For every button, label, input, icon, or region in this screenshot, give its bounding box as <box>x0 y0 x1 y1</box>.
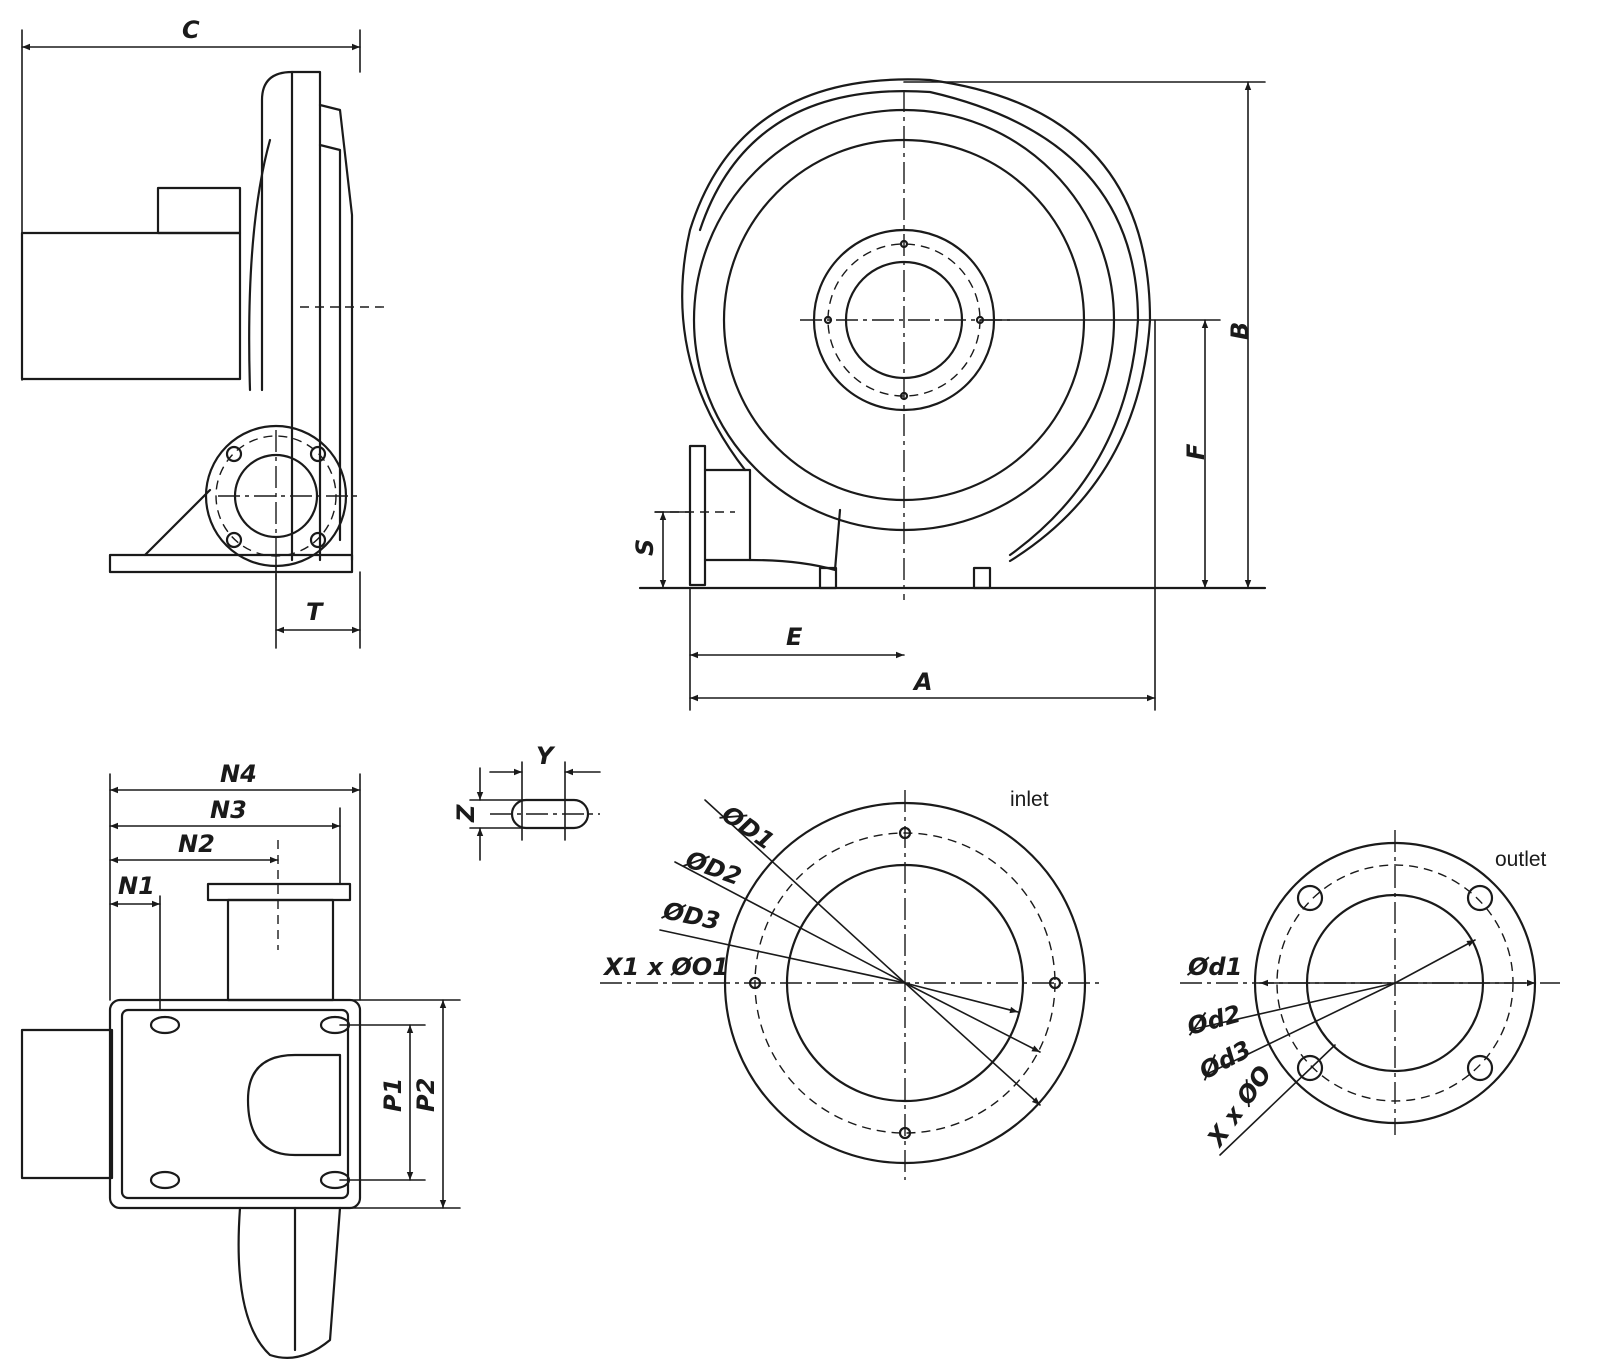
dim-N3: N3 <box>210 796 247 824</box>
dim-P2: P2 <box>412 1078 440 1112</box>
dim-Y: Y <box>536 742 556 770</box>
dim-T: T <box>306 598 324 626</box>
inlet-label: inlet <box>1010 788 1049 811</box>
dim-C: C <box>182 16 200 44</box>
dim-B: B <box>1226 322 1254 340</box>
inlet-flange: ØD1 ØD2 ØD3 X1 x ØO1 inlet <box>600 788 1100 1180</box>
dim-d2: Ød2 <box>1182 1000 1244 1042</box>
dim-d1: Ød1 <box>1186 953 1242 981</box>
dim-A: A <box>912 668 933 696</box>
dim-N2: N2 <box>178 830 215 858</box>
dim-D1: ØD1 <box>715 799 779 856</box>
dim-N4: N4 <box>220 760 257 788</box>
dim-S: S <box>631 539 659 556</box>
dim-D3: ØD3 <box>659 896 723 936</box>
dim-F: F <box>1182 443 1210 460</box>
dim-N1: N1 <box>118 872 155 900</box>
side-view: C T <box>20 16 390 649</box>
bottom-view: N4 N3 N2 N1 P1 P2 <box>20 760 461 1359</box>
dim-Z: Z <box>452 804 480 823</box>
dim-E: E <box>786 623 803 651</box>
slot-detail: Y Z <box>452 742 601 861</box>
outlet-label: outlet <box>1495 848 1547 871</box>
front-view: B F S E A <box>631 78 1267 711</box>
outlet-flange: Ød1 Ød2 Ød3 X x ØO outlet <box>1180 830 1560 1156</box>
dim-P1: P1 <box>379 1078 407 1112</box>
dim-D2: ØD2 <box>680 845 745 892</box>
dim-X1-O1: X1 x ØO1 <box>602 953 729 981</box>
